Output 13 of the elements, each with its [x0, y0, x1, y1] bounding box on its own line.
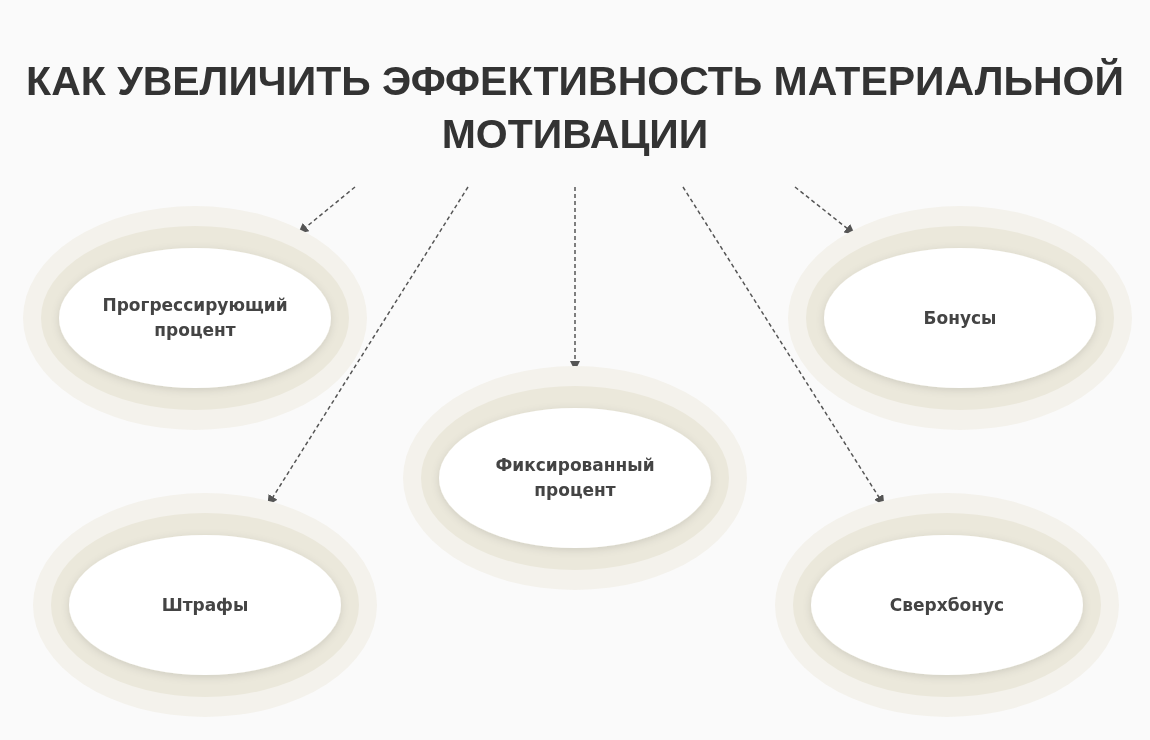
- ellipse-node: [33, 493, 377, 717]
- node-label: Сверхбонус: [888, 593, 1006, 617]
- ellipse-node: [788, 206, 1132, 430]
- node-label: Прогрессирующий процент: [101, 294, 289, 342]
- dashed-arrow: [794, 186, 856, 235]
- node-label: Фиксированный процент: [494, 454, 656, 502]
- ellipse-node: [23, 206, 367, 430]
- diagram-title: КАК УВЕЛИЧИТЬ ЭФФЕКТИВНОСТЬ МАТЕРИАЛЬНОЙ МОТИВАЦИИ: [25, 57, 1125, 159]
- node-label: Штрафы: [160, 593, 250, 617]
- dashed-arrow: [297, 186, 356, 234]
- ellipse-node: [403, 366, 747, 590]
- node-label: Бонусы: [922, 306, 998, 330]
- ellipse-node: [775, 493, 1119, 717]
